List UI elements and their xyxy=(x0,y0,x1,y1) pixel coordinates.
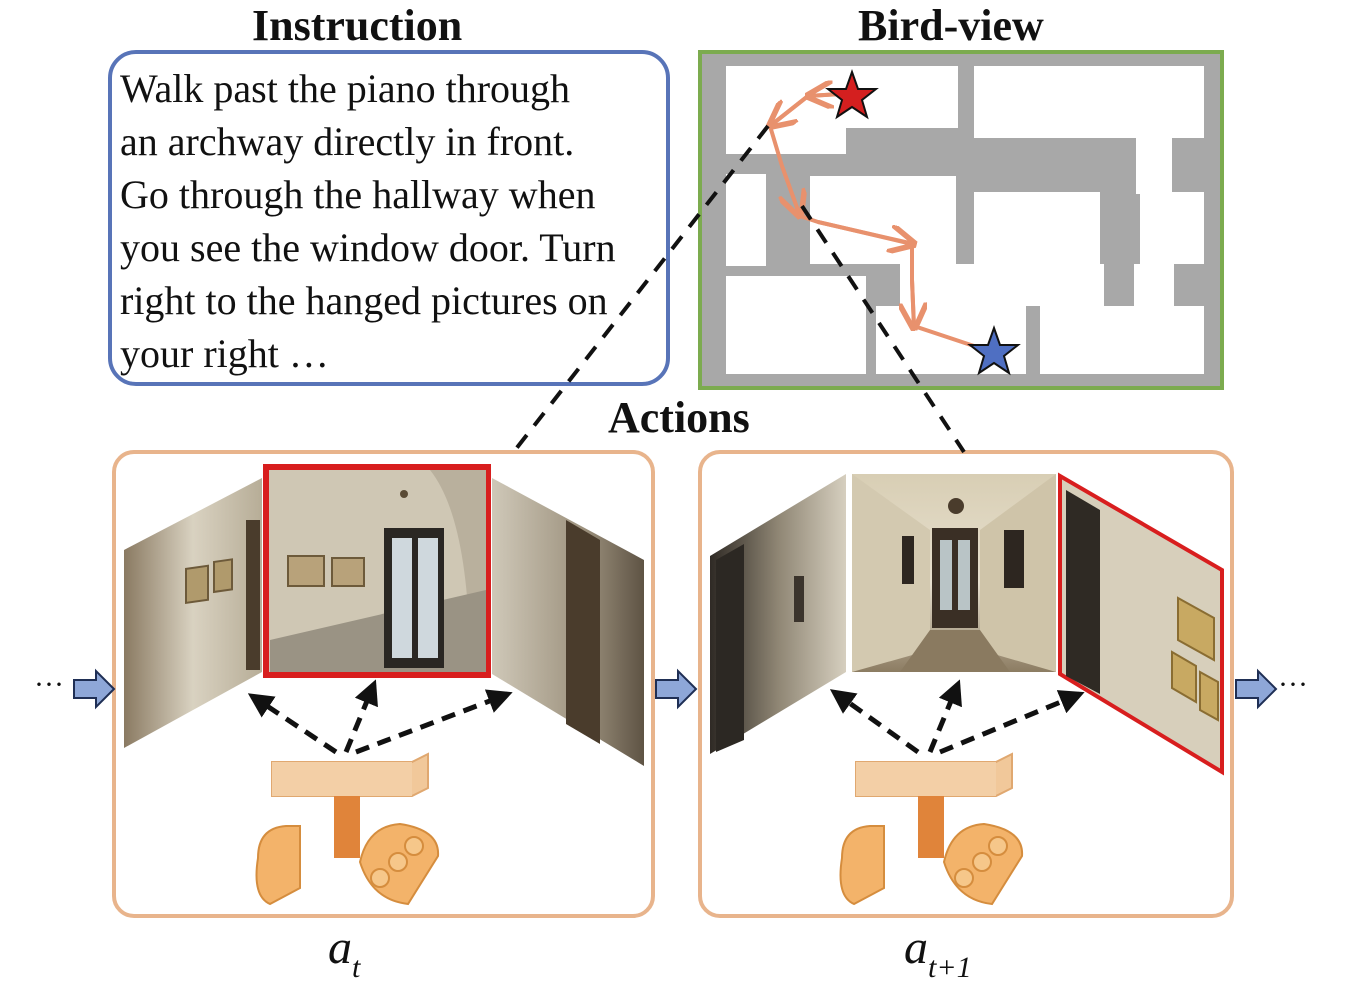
view-left-t1-picture xyxy=(794,576,804,622)
view-front-t1-picture-left xyxy=(902,536,914,584)
view-right-t1-picture-3 xyxy=(1199,670,1219,722)
connector-to-panel-t xyxy=(510,124,770,456)
view-left-t-picture-1 xyxy=(185,564,209,604)
view-arrow-t-left xyxy=(247,693,338,755)
map-room-m xyxy=(1134,264,1174,306)
view-front-t1-wall-left xyxy=(852,474,930,672)
action-label-t-plus-1: at+1 xyxy=(904,920,972,985)
map-room-i xyxy=(726,276,866,374)
instruction-box: Walk past the piano through an archway d… xyxy=(108,50,670,386)
robot-t-plus-1 xyxy=(839,752,1024,906)
robot-t1-track-left xyxy=(839,825,885,906)
view-arrow-t1-right xyxy=(939,690,1085,755)
view-right-t1-picture-1 xyxy=(1177,596,1215,662)
view-arrow-t1-front xyxy=(927,679,962,753)
map-room-h xyxy=(1136,138,1172,194)
trajectory-arrow-2 xyxy=(770,94,810,126)
view-right-t1-selected xyxy=(1058,472,1224,776)
goal-star-icon xyxy=(967,324,1021,376)
view-right-t1-picture-2 xyxy=(1171,650,1197,704)
robot-t1-wheel-1 xyxy=(954,868,974,888)
robot-t1-column xyxy=(918,796,944,858)
action-label-t: at xyxy=(328,920,360,985)
view-front-t1-floor xyxy=(900,630,1010,672)
robot-t1-wheel-2 xyxy=(972,852,992,872)
trajectory-arrow-5 xyxy=(912,279,914,328)
instruction-line-1: Walk past the piano through xyxy=(120,66,571,111)
instruction-text: Walk past the piano through an archway d… xyxy=(120,62,680,380)
view-front-t-door-glass-1 xyxy=(392,538,412,658)
robot-t xyxy=(255,752,440,906)
view-right-t-door xyxy=(566,520,600,744)
instruction-heading: Instruction xyxy=(252,1,463,50)
action-label-t-sub: t xyxy=(352,951,361,984)
view-arrows-t xyxy=(247,679,513,755)
robot-t-wheel-3 xyxy=(404,836,424,856)
robot-t-track-left xyxy=(255,825,301,906)
view-front-t1-picture-right xyxy=(1004,530,1024,588)
robot-t-top-face xyxy=(272,762,412,796)
view-left-t1-door xyxy=(716,544,744,752)
panorama-views-t xyxy=(124,464,644,766)
trajectory-arrow-3 xyxy=(782,165,800,216)
view-front-t-door-glass-2 xyxy=(418,538,438,658)
instruction-line-5: right to the hanged pictures on xyxy=(120,278,608,323)
view-left-t-door xyxy=(246,520,260,670)
action-label-t1-sub: t+1 xyxy=(928,951,972,984)
map-room-e xyxy=(810,176,956,264)
instruction-line-4: you see the window door. Turn xyxy=(120,225,616,270)
view-left-t xyxy=(124,478,262,748)
map-room-g xyxy=(1140,192,1204,264)
stage-arrows xyxy=(73,668,1278,710)
panorama-views-t-plus-1 xyxy=(710,472,1224,776)
robot-t1-top-face xyxy=(856,762,996,796)
view-front-t1-far-door xyxy=(932,528,978,628)
map-room-d xyxy=(726,174,766,266)
connector-to-panel-t-plus-1 xyxy=(800,204,966,454)
bird-view-heading: Bird-view xyxy=(858,1,1044,50)
view-left-t-picture-2 xyxy=(213,558,233,594)
robot-t-wheel-2 xyxy=(388,852,408,872)
flow-arrow-out-icon xyxy=(1235,668,1278,710)
robot-t1-wheel-3 xyxy=(988,836,1008,856)
map-room-k xyxy=(1040,306,1204,374)
robot-t-wheel-1 xyxy=(370,868,390,888)
instruction-line-2: an archway directly in front. xyxy=(120,119,575,164)
actions-heading: Actions xyxy=(608,393,750,442)
start-star-icon xyxy=(825,68,879,120)
action-label-t1-base: a xyxy=(904,921,928,974)
map-room-f xyxy=(974,192,1100,264)
view-arrow-t-right xyxy=(355,689,513,755)
view-front-t1-chandelier xyxy=(948,498,964,514)
map-room-l xyxy=(900,264,1104,306)
action-label-t-base: a xyxy=(328,921,352,974)
map-room-c xyxy=(974,66,1204,138)
view-arrows-t-plus-1 xyxy=(829,679,1085,755)
view-front-t-picture-1 xyxy=(287,555,325,587)
flow-arrow-mid-icon xyxy=(655,668,698,710)
view-front-t-picture-2 xyxy=(331,557,365,587)
ellipsis-right: ··· xyxy=(1278,668,1308,701)
robot-t-column xyxy=(334,796,360,858)
trajectory-arrow-4 xyxy=(817,220,914,244)
view-arrow-t1-left xyxy=(829,689,920,755)
view-right-t1-door xyxy=(1066,490,1100,694)
instruction-line-3: Go through the hallway when xyxy=(120,172,596,217)
view-arrow-t-front xyxy=(343,679,378,753)
bird-view-map xyxy=(698,50,1224,390)
ellipsis-left: ··· xyxy=(34,668,64,701)
view-front-t1-far-glass-1 xyxy=(940,540,952,610)
flow-arrow-in-icon xyxy=(73,668,116,710)
map-room-b xyxy=(726,66,846,154)
view-front-t-lamp xyxy=(400,490,408,498)
instruction-line-6: your right … xyxy=(120,331,329,376)
view-front-t1-far-glass-2 xyxy=(958,540,970,610)
